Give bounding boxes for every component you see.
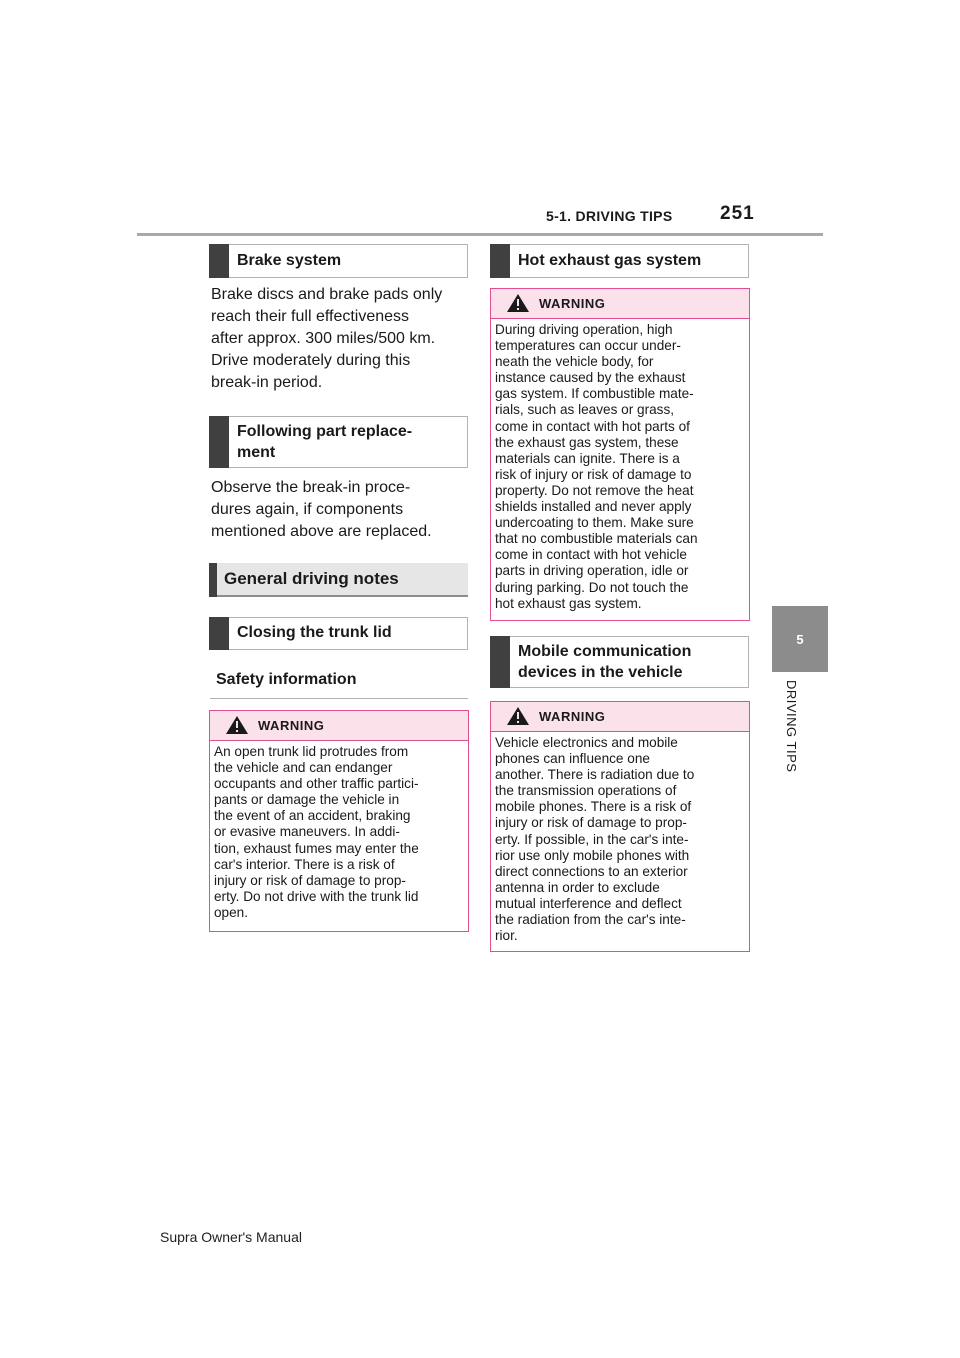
warning-box-mobile: WARNING Vehicle electronics and mobile p… xyxy=(490,701,750,952)
heading-general-driving-notes-text: General driving notes xyxy=(224,569,399,588)
warning-line: tion, exhaust fumes may enter the xyxy=(214,840,419,856)
part-replacement-paragraph: Observe the break-in proce- dures again,… xyxy=(211,477,473,543)
heading-hot-exhaust-text: Hot exhaust gas system xyxy=(518,252,702,269)
warning-line: materials can ignite. There is a xyxy=(495,450,680,466)
warning-line: that no combustible materials can xyxy=(495,531,698,547)
warning-line: mobile phones. There is a risk of xyxy=(495,799,692,815)
warning-line: direct connections to an exterior xyxy=(495,863,688,879)
heading-brake-system-text: Brake system xyxy=(237,252,342,269)
warning-line: the radiation from the car's inte- xyxy=(495,912,686,928)
part-text-line: dures again, if components xyxy=(211,501,404,518)
heading-closing-trunk-lid: Closing the trunk lid xyxy=(209,617,468,650)
warning-line: the exhaust gas system, these xyxy=(495,434,679,450)
warning-line: rior. xyxy=(495,928,518,944)
warning-line: come in contact with hot vehicle xyxy=(495,547,687,563)
warning-line: parts in driving operation, idle or xyxy=(495,563,689,579)
brake-text-line: break-in period. xyxy=(211,374,323,391)
warning-line: During driving operation, high xyxy=(495,322,673,337)
heading-hot-exhaust: Hot exhaust gas system xyxy=(490,244,749,278)
section-title: 5-1. DRIVING TIPS xyxy=(546,208,673,224)
warning-label: WARNING xyxy=(539,296,606,311)
header-divider xyxy=(137,233,823,236)
warning-line: pants or damage the vehicle in xyxy=(214,792,400,808)
heading-general-driving-notes: General driving notes xyxy=(209,563,468,597)
heading-part-replacement-line: ment xyxy=(237,444,276,461)
warning-line: gas system. If combustible mate- xyxy=(495,386,694,402)
warning-line: instance caused by the exhaust xyxy=(495,370,686,386)
brake-text-line: Drive moderately during this xyxy=(211,352,411,369)
brake-text-line: after approx. 300 miles/500 km. xyxy=(211,330,436,347)
warning-line: phones can influence one xyxy=(495,751,650,767)
part-text-line: Observe the break-in proce- xyxy=(211,479,411,496)
page-number: 251 xyxy=(720,203,755,224)
warning-text: An open trunk lid protrudes from the veh… xyxy=(210,741,468,921)
warning-line: rior use only mobile phones with xyxy=(495,847,690,863)
warning-line: injury or risk of damage to prop- xyxy=(495,815,687,831)
warning-line: the transmission operations of xyxy=(495,783,677,799)
warning-line: risk of injury or risk of damage to xyxy=(495,466,692,482)
warning-triangle-icon xyxy=(226,716,248,734)
warning-line: car's interior. There is a risk of xyxy=(214,856,395,872)
manual-footer: Supra Owner's Manual xyxy=(160,1229,302,1245)
heading-mobile-communication-line: Mobile communication xyxy=(518,643,692,660)
warning-line: during parking. Do not touch the xyxy=(495,579,689,595)
warning-line: neath the vehicle body, for xyxy=(495,354,654,370)
warning-line: another. There is radiation due to xyxy=(495,767,695,783)
warning-line: rials, such as leaves or grass, xyxy=(495,402,675,418)
brake-system-paragraph: Brake discs and brake pads only reach th… xyxy=(211,284,471,394)
warning-line: mutual interference and deflect xyxy=(495,895,682,911)
warning-line: the event of an accident, braking xyxy=(214,808,411,824)
warning-line: Vehicle electronics and mobile xyxy=(495,735,678,750)
warning-line: property. Do not remove the heat xyxy=(495,482,694,498)
warning-line: erty. If possible, in the car's inte- xyxy=(495,831,689,847)
brake-text-line: Brake discs and brake pads only xyxy=(211,286,443,303)
heading-mobile-communication: Mobile communication devices in the vehi… xyxy=(490,636,749,688)
warning-line: An open trunk lid protrudes from xyxy=(214,744,409,759)
brake-text-line: reach their full effectiveness xyxy=(211,308,410,325)
chapter-label: DRIVING TIPS xyxy=(784,680,799,773)
warning-line: or evasive maneuvers. In addi- xyxy=(214,824,400,840)
warning-text: During driving operation, high temperatu… xyxy=(491,319,749,612)
warning-triangle-icon xyxy=(507,294,529,312)
warning-line: open. xyxy=(214,904,249,920)
heading-part-replacement-line: Following part replace- xyxy=(237,423,413,440)
heading-mobile-communication-line: devices in the vehicle xyxy=(518,664,683,681)
chapter-number: 5 xyxy=(796,632,804,647)
warning-line: antenna in order to exclude xyxy=(495,879,660,895)
heading-part-replacement: Following part replace- ment xyxy=(209,416,468,468)
warning-line: erty. Do not drive with the trunk lid xyxy=(214,888,419,904)
warning-label: WARNING xyxy=(258,718,325,733)
warning-box-exhaust: WARNING During driving operation, high t… xyxy=(490,288,750,621)
warning-label: WARNING xyxy=(539,709,606,724)
heading-brake-system: Brake system xyxy=(209,244,468,278)
warning-line: undercoating to them. Make sure xyxy=(495,515,694,531)
warning-line: injury or risk of damage to prop- xyxy=(214,872,406,888)
chapter-tab xyxy=(772,606,828,672)
warning-line: temperatures can occur under- xyxy=(495,338,681,354)
warning-line: shields installed and never apply xyxy=(495,499,692,515)
heading-safety-information-text: Safety information xyxy=(216,671,357,688)
heading-closing-trunk-lid-text: Closing the trunk lid xyxy=(237,624,392,641)
warning-line: occupants and other traffic partici- xyxy=(214,776,419,792)
warning-text: Vehicle electronics and mobile phones ca… xyxy=(491,732,749,944)
warning-line: the vehicle and can endanger xyxy=(214,760,393,776)
warning-box-trunk: WARNING An open trunk lid protrudes from… xyxy=(209,710,469,932)
warning-line: hot exhaust gas system. xyxy=(495,595,642,611)
warning-triangle-icon xyxy=(507,707,529,725)
warning-line: come in contact with hot parts of xyxy=(495,418,690,434)
heading-safety-information: Safety information xyxy=(210,661,468,699)
part-text-line: mentioned above are replaced. xyxy=(211,523,432,540)
